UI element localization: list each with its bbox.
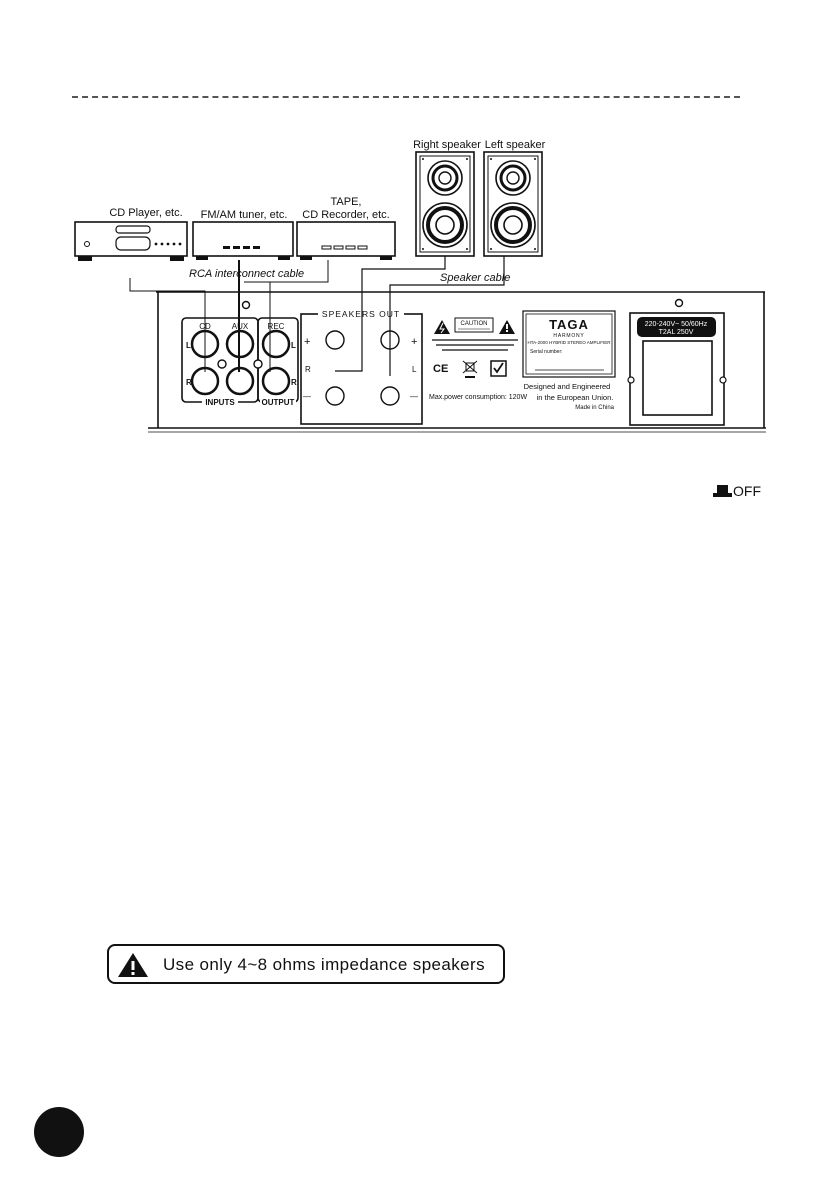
cd-jack-label: CD [199,322,211,331]
weee-icon [462,360,478,378]
cd-player-device [74,221,188,261]
rca-cable-label: RCA interconnect cable [189,268,305,280]
brand-sub: HARMONY [553,333,584,339]
max-power-label: Max.power consumption: 120W [429,394,527,401]
fuse-label: T2AL 250V [659,329,694,336]
left-speaker [483,151,543,257]
right-channel-label: R [186,378,192,387]
caution-label: CAUTION [461,321,488,327]
impedance-warning: Use only 4~8 ohms impedance speakers [107,944,505,984]
dotted-divider [72,96,740,98]
terminal-minus-r: — [303,392,311,401]
ce-mark: CE [433,363,448,375]
approval-check-icon [490,360,507,377]
terminal-plus-l: + [411,336,417,348]
terminal-l-label: L [412,365,417,374]
voltage-label: 220-240V~ 50/60Hz [645,321,708,328]
serial-label: Serial number: [530,349,563,355]
tape-recorder-device [296,221,396,260]
output-label: OUTPUT [262,398,295,407]
model-label: HTA-2000 HYBRID STEREO AMPLIFIER [528,340,612,345]
speaker-terminals: SPEAKERS OUT + + R L — — [300,308,423,425]
inputs-label: INPUTS [205,398,235,407]
warning-triangle-icon [118,953,148,977]
power-off-label: OFF [733,483,761,499]
amplifier-rear-panel [148,291,766,433]
terminal-r-label: R [305,365,311,374]
aux-jack-label: AUX [232,322,249,331]
rca-jack-panel: CD AUX REC L R L R INPUTS OUTPUT [181,317,299,407]
designed-line2: in the European Union. [537,393,614,402]
cd-player-label: CD Player, etc. [109,207,183,219]
rec-left-label: L [291,341,296,350]
right-speaker-label: Right speaker [413,139,481,151]
brand-logo: TAGA [549,317,589,332]
tuner-label: FM/AM tuner, etc. [200,209,288,221]
page-number-marker [34,1107,84,1157]
warning-text: Use only 4~8 ohms impedance speakers [163,955,485,974]
power-inlet: 220-240V~ 50/60Hz T2AL 250V [627,312,727,426]
caution-block: CAUTION CE Max.power consumption: 120W [429,317,527,401]
speaker-cable-label: Speaker cable [440,272,511,284]
tape-label-line1: TAPE, [330,196,362,208]
terminal-minus-l: — [410,392,418,401]
rec-jack-label: REC [268,322,285,331]
tape-label-line2: CD Recorder, etc. [302,209,390,221]
power-off-icon [713,485,732,497]
right-speaker [415,151,475,257]
terminal-plus-r: + [304,336,310,348]
designed-line1: Designed and Engineered [524,382,611,391]
left-speaker-label: Left speaker [484,139,546,151]
brand-plate: TAGA HARMONY HTA-2000 HYBRID STEREO AMPL… [522,310,616,411]
tuner-device [192,221,294,260]
rec-right-label: R [291,378,297,387]
left-channel-label: L [186,341,191,350]
made-in-label: Made in China [575,405,614,411]
speakers-out-label: SPEAKERS OUT [322,309,400,319]
